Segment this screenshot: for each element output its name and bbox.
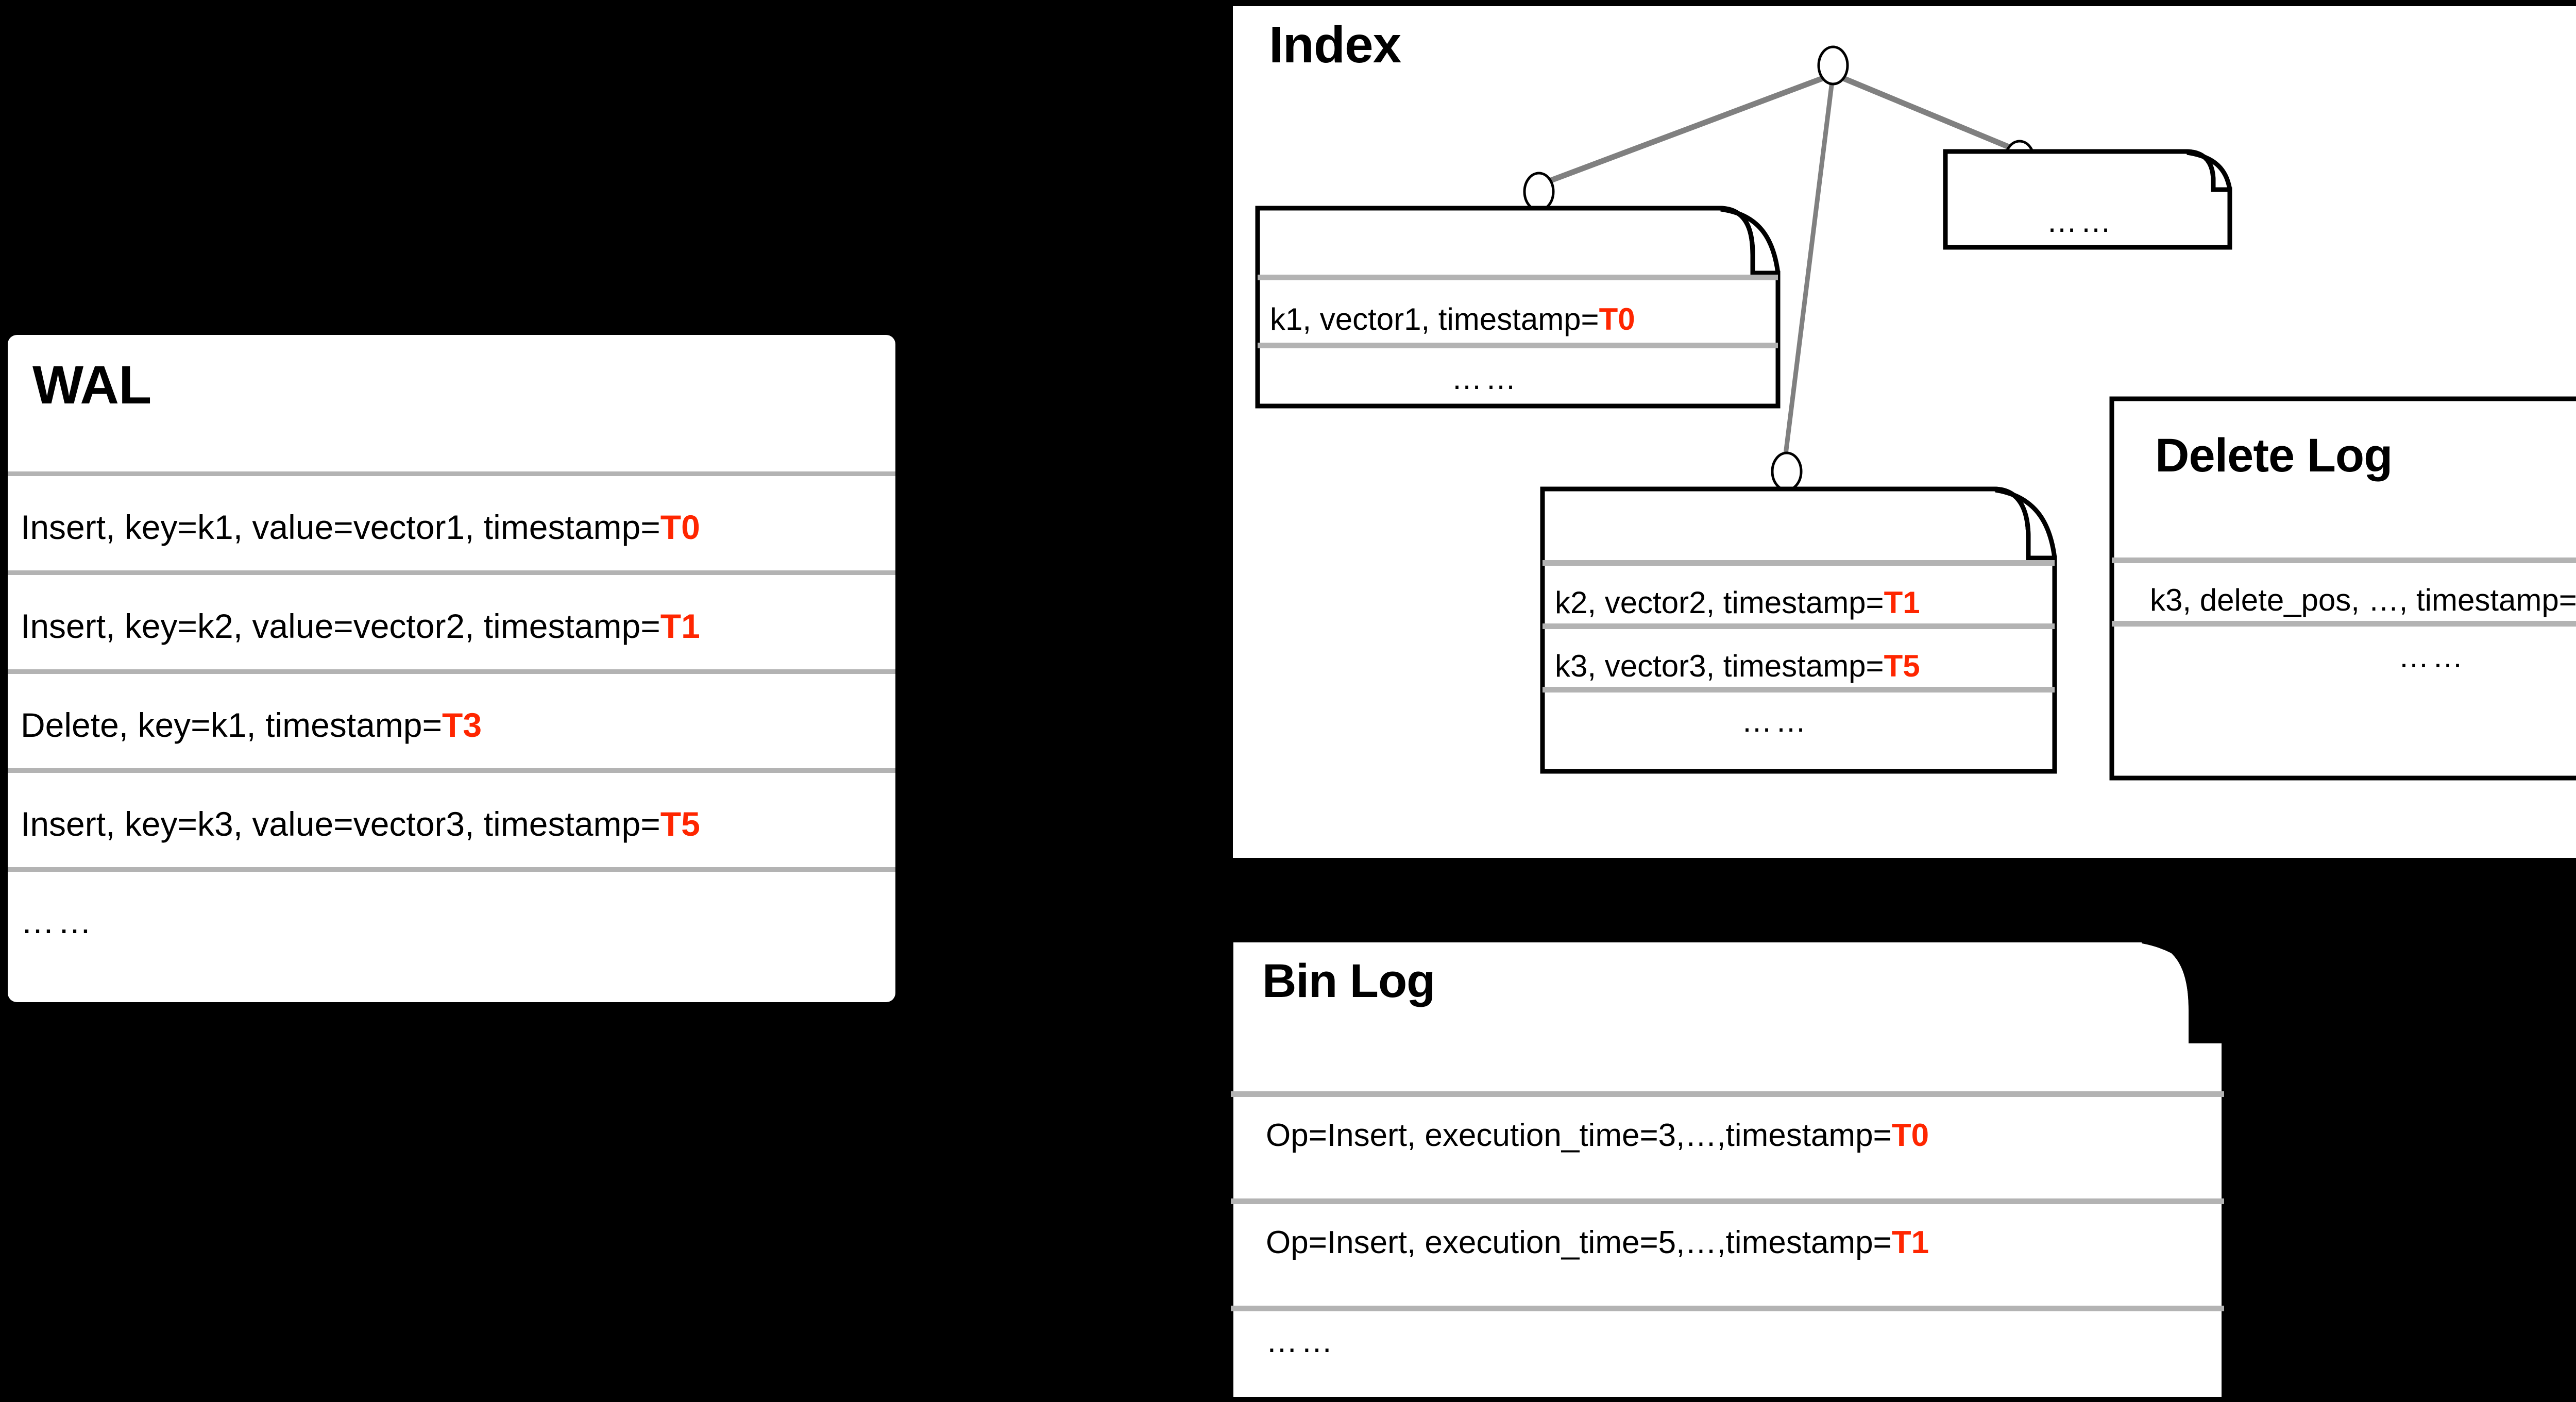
folded-corner-curve-icon	[1720, 207, 1781, 274]
bin-log-ellipsis: ……	[1266, 1324, 1336, 1359]
wal-row-0: Insert, key=k1, value=vector1, timestamp…	[21, 508, 700, 547]
bin-log-node: Bin Log Op=Insert, execution_time=3,…,ti…	[1228, 937, 2228, 1402]
index-leaf-k2k3-row-1-timestamp: T5	[1884, 649, 1920, 683]
bin-log-row-1-text: Op=Insert, execution_time=5,…,timestamp=	[1266, 1225, 1892, 1260]
wal-row-3-text: Insert, key=k3, value=vector3, timestamp…	[21, 805, 660, 843]
folded-corner-curve-icon	[2142, 938, 2227, 1041]
document-shape	[2109, 396, 2576, 781]
wal-row-2-timestamp: T3	[442, 706, 482, 744]
index-leaf-k2k3-row-0-timestamp: T1	[1884, 585, 1920, 620]
wal-row-0-timestamp: T0	[660, 508, 700, 546]
bin-log-row-0-timestamp: T0	[1891, 1118, 1929, 1153]
delete-log-row-0-text: k3, delete_pos, …, timestamp=	[2150, 583, 2576, 617]
wal-title: WAL	[32, 355, 151, 415]
bin-log-row-0: Op=Insert, execution_time=3,…,timestamp=…	[1266, 1117, 1929, 1154]
index-leaf-k2k3-row-0: k2, vector2, timestamp=T1	[1555, 585, 1920, 620]
index-leaf-k2k3-divider-0	[1543, 560, 2055, 566]
delete-log-node: Delete Log k3, delete_pos, …, timestamp=…	[2109, 396, 2576, 781]
delete-log-divider-0	[2112, 558, 2576, 563]
wal-panel	[8, 335, 895, 1002]
index-leaf-k1-row-0-text: k1, vector1, timestamp=	[1270, 302, 1599, 336]
wal-row-1: Insert, key=k2, value=vector2, timestamp…	[21, 606, 700, 646]
index-leaf-k2k3-divider-2	[1543, 687, 2055, 692]
wal-row-1-timestamp: T1	[660, 607, 700, 645]
bin-log-divider-0	[1231, 1091, 2224, 1097]
index-leaf-k1-divider-1	[1258, 343, 1778, 348]
index-leaf-k2k3-row-1-text: k3, vector3, timestamp=	[1555, 649, 1884, 683]
wal-divider-3	[8, 768, 895, 773]
folded-corner-curve-icon	[1995, 487, 2057, 559]
bin-log-row-1: Op=Insert, execution_time=5,…,timestamp=…	[1266, 1224, 1929, 1261]
wal-divider-0	[8, 471, 895, 476]
index-leaf-k2k3-ellipsis: ……	[1741, 704, 1809, 738]
wal-ellipsis: ……	[21, 902, 95, 940]
wal-row-1-text: Insert, key=k2, value=vector2, timestamp…	[21, 607, 660, 645]
wal-row-0-text: Insert, key=k1, value=vector1, timestamp…	[21, 508, 660, 546]
bin-log-row-1-timestamp: T1	[1891, 1225, 1929, 1260]
index-leaf-right-node: ……	[1943, 149, 2232, 250]
bin-log-divider-2	[1231, 1306, 2224, 1311]
index-leaf-k2k3-row-1: k3, vector3, timestamp=T5	[1555, 648, 1920, 684]
index-leaf-k2k3-node: k2, vector2, timestamp=T1 k3, vector3, t…	[1540, 486, 2061, 774]
index-leaf-k1-row-0: k1, vector1, timestamp=T0	[1270, 301, 1635, 337]
index-leaf-k1-ellipsis: ……	[1451, 361, 1519, 396]
wal-divider-4	[8, 867, 895, 872]
wal-row-3-timestamp: T5	[660, 805, 700, 843]
delete-log-ellipsis: ……	[2398, 639, 2466, 674]
index-leaf-k1-divider-0	[1258, 275, 1778, 280]
delete-log-title: Delete Log	[2155, 429, 2393, 482]
wal-row-3: Insert, key=k3, value=vector3, timestamp…	[21, 804, 700, 843]
bin-log-title: Bin Log	[1262, 955, 1435, 1007]
wal-row-2: Delete, key=k1, timestamp=T3	[21, 705, 482, 745]
index-leaf-k1-row-0-timestamp: T0	[1599, 302, 1635, 336]
wal-row-2-text: Delete, key=k1, timestamp=	[21, 706, 443, 744]
wal-divider-2	[8, 669, 895, 674]
index-leaf-k2k3-divider-1	[1543, 623, 2055, 629]
wal-divider-1	[8, 570, 895, 575]
document-shape	[1228, 937, 2227, 1402]
delete-log-row-0: k3, delete_pos, …, timestamp=T3	[2150, 582, 2576, 618]
index-leaf-k1-node: k1, vector1, timestamp=T0 ……	[1255, 206, 1781, 409]
index-leaf-right-ellipsis: ……	[2046, 204, 2114, 239]
index-title: Index	[1269, 16, 1401, 74]
bin-log-divider-1	[1231, 1198, 2224, 1204]
index-leaf-k2k3-row-0-text: k2, vector2, timestamp=	[1555, 585, 1884, 620]
delete-log-divider-1	[2112, 621, 2576, 627]
bin-log-row-0-text: Op=Insert, execution_time=3,…,timestamp=	[1266, 1118, 1892, 1153]
folded-corner-curve-icon	[2187, 150, 2232, 190]
